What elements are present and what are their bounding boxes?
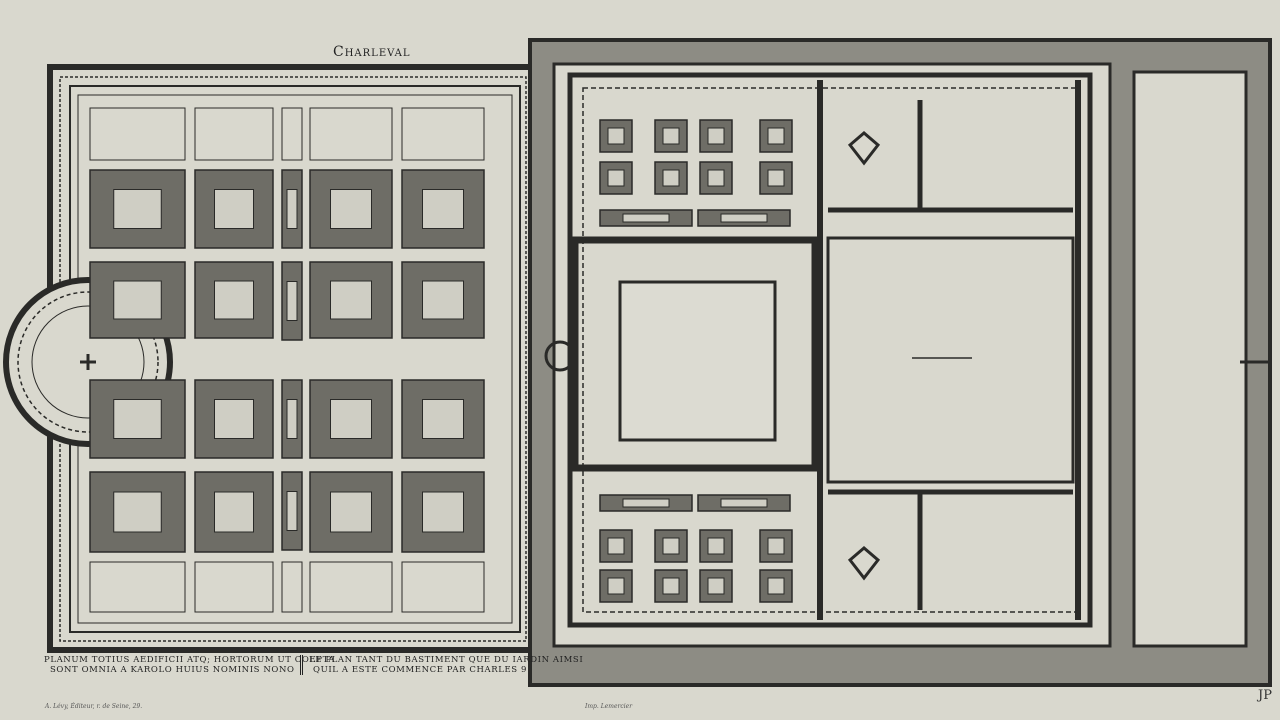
garden-parterre: [194, 561, 274, 613]
caption-french-line-1: Le plan tant du bastiment que du iardin …: [309, 655, 584, 665]
east-garden-plot: [1132, 70, 1248, 648]
garden-alley-bed-centre: [286, 491, 298, 531]
bastion-center-cross: [80, 354, 96, 370]
chateau-parterre-centre: [767, 537, 785, 555]
garden-alley-bed: [281, 561, 303, 613]
garden-parterre-centre: [422, 491, 464, 533]
garden-parterre-centre: [330, 280, 372, 320]
chateau-parterre-centre: [662, 127, 680, 145]
garden-parterre-centre: [214, 399, 254, 439]
chateau-parterre-centre: [767, 127, 785, 145]
garden-parterre: [309, 561, 393, 613]
south-chapel: [847, 546, 881, 581]
chateau-parterre-centre: [707, 169, 725, 187]
chateau-parterre-centre: [662, 169, 680, 187]
garden-parterre-centre: [113, 189, 162, 229]
garden-parterre: [194, 107, 274, 161]
printer-credit: Imp. Lemercier: [585, 703, 633, 710]
garden-alley-bed-centre: [286, 399, 298, 439]
chateau-parterre-centre: [707, 537, 725, 555]
garden-parterre: [309, 107, 393, 161]
plan-title: Charleval: [333, 44, 411, 60]
garden-parterre-centre: [330, 399, 372, 439]
caption-french-line-2: quil a este commence par Charles 9: [313, 665, 528, 675]
garden-parterre: [89, 107, 186, 161]
garden-parterre: [401, 561, 485, 613]
chateau-parterre-centre: [707, 577, 725, 595]
inner-court: [618, 280, 777, 442]
chateau-outer-range: [567, 72, 1093, 628]
bastion-inner-ring: [31, 305, 145, 419]
garden-parterre-centre: [330, 491, 372, 533]
chateau-parterre-centre: [662, 537, 680, 555]
chateau-parterre-centre: [607, 169, 625, 187]
garden-parterre-centre: [422, 280, 464, 320]
chateau-border-bed-centre: [720, 213, 768, 223]
chateau-parterre-centre: [607, 127, 625, 145]
chateau-border-bed-centre: [622, 498, 670, 508]
garden-alley-bed-centre: [286, 189, 298, 229]
caption-latin: Planum totius aedificii atq; hortorum ut…: [44, 655, 335, 675]
chateau-parterre-centre: [767, 169, 785, 187]
chateau-parterre-centre: [607, 537, 625, 555]
north-chapel: [847, 131, 881, 166]
chateau-parterre-centre: [607, 577, 625, 595]
garden-parterre: [89, 169, 186, 249]
chateau-parterre-centre: [767, 577, 785, 595]
publisher-credit: A. Lévy, Éditeur, r. de Seine, 29.: [45, 703, 143, 710]
parterre-beds: [89, 107, 793, 613]
caption-french: Le plan tant du bastiment que du iardin …: [300, 655, 583, 675]
chateau-parterre-centre: [707, 127, 725, 145]
garden-parterre: [89, 561, 186, 613]
caption-latin-line-2: sont omnia a Karolo huius nominis nono: [50, 665, 295, 675]
garden-parterre-centre: [214, 280, 254, 320]
garden-parterre-centre: [113, 399, 162, 439]
great-court: [826, 236, 1075, 484]
garden-parterre-centre: [113, 280, 162, 320]
garden-parterre-centre: [214, 491, 254, 533]
chateau-border-bed-centre: [720, 498, 768, 508]
garden-parterre-centre: [214, 189, 254, 229]
garden-alley-bed: [281, 107, 303, 161]
chateau-parterre-centre: [662, 577, 680, 595]
monogram: JP: [1258, 688, 1272, 703]
west-gate-bridge: [544, 340, 576, 372]
garden-parterre: [401, 107, 485, 161]
garden-alley-bed-centre: [286, 281, 298, 321]
caption-latin-line-1: Planum totius aedificii atq; hortorum ut…: [44, 655, 336, 665]
garden-parterre-centre: [330, 189, 372, 229]
garden-parterre-centre: [422, 189, 464, 229]
bastion-ring: [17, 291, 159, 433]
garden-parterre-centre: [422, 399, 464, 439]
chateau-border-bed-centre: [622, 213, 670, 223]
garden-parterre-centre: [113, 491, 162, 533]
chateau-parterre: [654, 119, 688, 153]
